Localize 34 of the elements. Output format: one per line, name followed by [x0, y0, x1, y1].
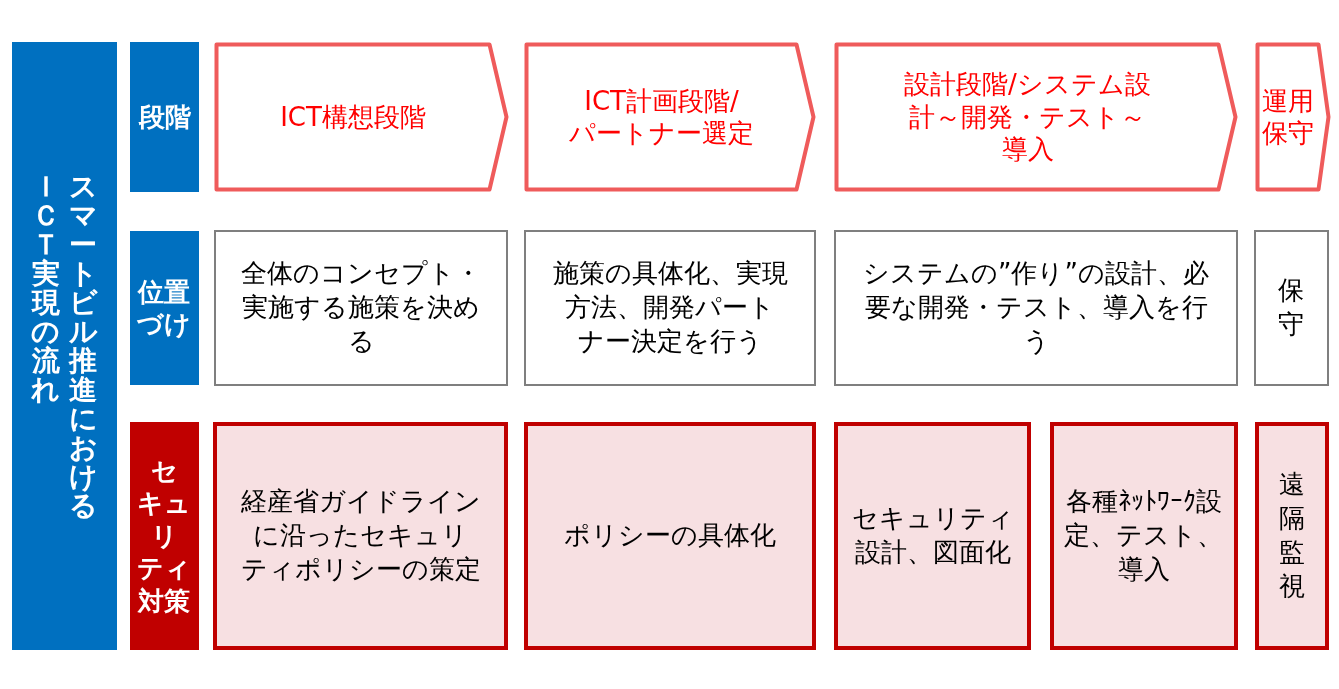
security-box [213, 422, 508, 650]
description-box [1254, 230, 1329, 386]
phase-label: 設計段階/システム設計～開発・テスト～導入 [903, 68, 1152, 166]
description-box [214, 230, 508, 386]
phase-label: ICT構想段階 [280, 100, 426, 134]
description-box [834, 230, 1238, 386]
security-text: ポリシーの具体化 [564, 519, 776, 553]
security-text: 遠隔監視 [1278, 468, 1306, 603]
phase-label: 運用保守 [1261, 84, 1315, 150]
description-box [524, 230, 816, 386]
title-band [12, 42, 117, 650]
description-text: 施策の具体化、実現方法、開発パートナー決定を行う [551, 257, 789, 358]
description-text: 保守 [1277, 274, 1306, 341]
title-text: スマートビル推進におけるＩＣＴ実現の流れ [30, 172, 99, 520]
phase-banner [834, 42, 1238, 192]
phase-banner [524, 42, 816, 192]
security-box [524, 422, 816, 650]
security-box [1255, 422, 1329, 650]
security-text: 各種ﾈｯﾄﾜｰｸ設定、テスト、導入 [1063, 485, 1225, 586]
security-text: 経産省ガイドラインに沿ったセキュリティポリシーの策定 [239, 485, 482, 586]
row-header [130, 42, 199, 192]
row-header-text: 段階 [138, 100, 191, 134]
security-text: セキュリティ設計、図面化 [850, 502, 1015, 569]
security-box [834, 422, 1031, 650]
phase-banner [214, 42, 509, 192]
row-header [130, 231, 199, 385]
row-header [130, 422, 199, 650]
row-header-text: セキュリティ対策 [136, 454, 193, 618]
phase-banner [1255, 42, 1331, 192]
description-text: 全体のコンセプト・実施する施策を決める [240, 257, 482, 358]
security-box [1050, 422, 1238, 650]
row-header-text: 位置づけ [136, 275, 193, 341]
phase-label: ICT計画段階/パートナー選定 [568, 84, 755, 150]
description-text: システムの”作り”の設計、必要な開発・テスト、導入を行う [862, 257, 1210, 358]
